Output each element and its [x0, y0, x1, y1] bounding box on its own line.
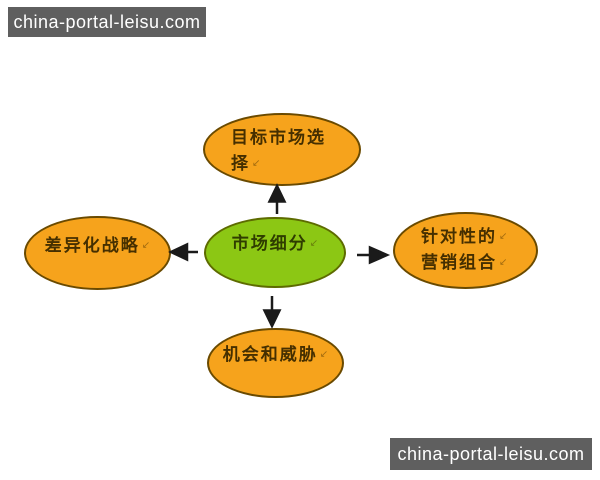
node-label-line: 目标市场选	[231, 125, 359, 151]
return-mark: ↙	[499, 257, 508, 268]
node-label-line: 机会和威胁↙	[223, 342, 328, 368]
node-targeted-marketing-mix: 针对性的↙ 营销组合↙	[393, 212, 538, 289]
node-label-line: 择↙	[231, 151, 359, 177]
node-label-text: 营销组合	[421, 253, 497, 272]
node-market-segmentation: 市场细分↙	[204, 217, 346, 288]
watermark-bottom-right: china-portal-leisu.com	[390, 438, 592, 470]
node-label-line: 针对性的↙	[421, 224, 536, 250]
node-label-line: 营销组合↙	[421, 250, 536, 276]
arrow-up-icon	[267, 183, 287, 214]
node-label-text: 市场细分	[231, 234, 308, 253]
return-mark: ↙	[319, 349, 329, 360]
arrow-left-icon	[168, 242, 198, 262]
node-label-text: 机会和威胁	[222, 345, 318, 364]
node-label-text: 针对性的	[421, 227, 497, 246]
watermark-top-left: china-portal-leisu.com	[8, 7, 206, 37]
node-label-line: 市场细分↙	[232, 231, 318, 257]
return-mark: ↙	[499, 231, 508, 242]
return-mark: ↙	[309, 238, 319, 249]
node-differentiation-strategy: 差异化战略↙	[24, 216, 171, 290]
return-mark: ↙	[252, 158, 261, 169]
node-label-text: 择	[231, 154, 250, 173]
arrow-down-icon	[262, 296, 282, 329]
node-opportunities-and-threats: 机会和威胁↙	[207, 328, 344, 398]
arrow-right-icon	[357, 245, 391, 265]
node-label-text: 差异化战略	[44, 236, 140, 255]
node-label-text: 目标市场选	[231, 128, 326, 147]
return-mark: ↙	[141, 240, 151, 251]
node-label-line: 差异化战略↙	[45, 233, 150, 259]
node-target-market-selection: 目标市场选 择↙	[203, 113, 361, 186]
